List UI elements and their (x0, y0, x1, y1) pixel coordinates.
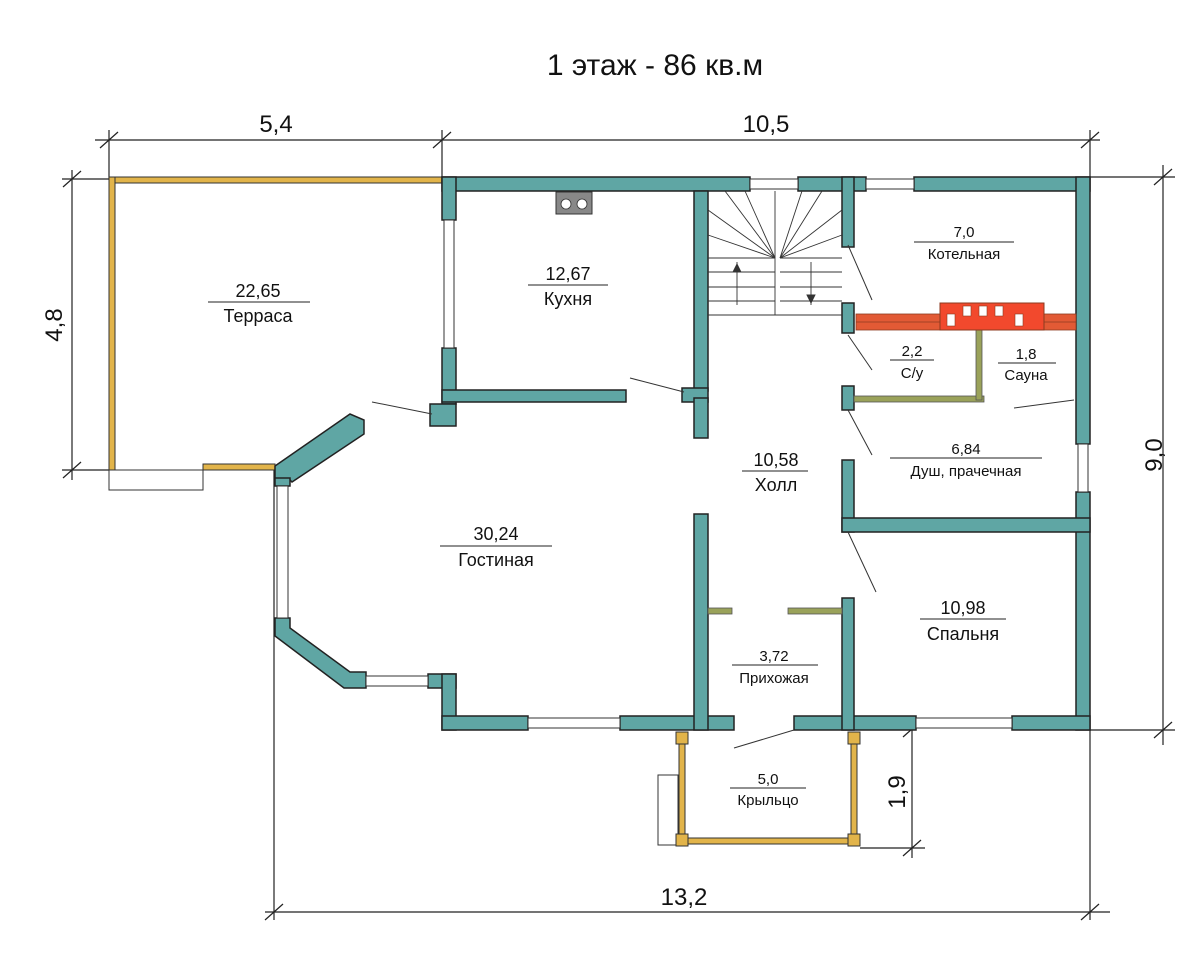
svg-text:1,8: 1,8 (1016, 346, 1037, 363)
room-porch: 5,0 Крыльцо (730, 771, 806, 809)
windows (276, 178, 1089, 729)
svg-text:Спальня: Спальня (927, 624, 999, 644)
partitions (707, 329, 985, 615)
dim-top-right: 10,5 (743, 111, 790, 138)
door-swings (371, 244, 1075, 749)
svg-text:Прихожая: Прихожая (739, 670, 809, 687)
stove-brick-wall (855, 302, 1077, 331)
svg-text:12,67: 12,67 (545, 264, 590, 284)
interior-walls (441, 176, 1091, 731)
room-kitchen: 12,67 Кухня (528, 264, 608, 309)
room-bedroom: 10,98 Спальня (920, 598, 1006, 644)
svg-text:Кухня: Кухня (544, 289, 592, 309)
stove (939, 302, 1045, 331)
svg-text:Сауна: Сауна (1004, 367, 1048, 384)
svg-text:22,65: 22,65 (235, 281, 280, 301)
svg-text:2,2: 2,2 (902, 343, 923, 360)
svg-text:Крыльцо: Крыльцо (737, 792, 798, 809)
dim-bottom-total: 13,2 (661, 884, 708, 911)
dim-right-height: 9,0 (1141, 438, 1168, 471)
dim-porch-depth: 1,9 (884, 775, 911, 808)
staircase (707, 190, 843, 316)
svg-text:6,84: 6,84 (951, 441, 980, 458)
dim-left-height: 4,8 (41, 308, 68, 341)
svg-text:Котельная: Котельная (928, 246, 1001, 263)
kitchen-stove-icon (555, 191, 593, 215)
svg-text:С/у: С/у (901, 365, 924, 382)
room-hall: 10,58 Холл (742, 450, 808, 495)
room-terrace: 22,65 Терраса (208, 281, 310, 326)
room-wc: 2,2 С/у (890, 343, 934, 382)
svg-text:7,0: 7,0 (954, 224, 975, 241)
svg-text:10,98: 10,98 (940, 598, 985, 618)
porch-frame (657, 731, 861, 847)
svg-text:Гостиная: Гостиная (458, 550, 534, 570)
dim-top-left: 5,4 (259, 111, 292, 138)
room-boiler: 7,0 Котельная (914, 224, 1014, 263)
terrace-frame (108, 176, 443, 491)
svg-text:30,24: 30,24 (473, 524, 518, 544)
svg-text:10,58: 10,58 (753, 450, 798, 470)
svg-text:Холл: Холл (755, 475, 797, 495)
svg-text:3,72: 3,72 (759, 648, 788, 665)
room-sauna: 1,8 Сауна (998, 346, 1056, 384)
dimension-lines (62, 130, 1175, 921)
svg-text:5,0: 5,0 (758, 771, 779, 788)
plan-title: 1 этаж - 86 кв.м (547, 49, 763, 82)
svg-text:Терраса: Терраса (223, 306, 293, 326)
room-shower: 6,84 Душ, прачечная (890, 441, 1042, 480)
room-living: 30,24 Гостиная (440, 524, 552, 570)
svg-text:Душ, прачечная: Душ, прачечная (910, 463, 1021, 480)
room-entry: 3,72 Прихожая (732, 648, 818, 687)
